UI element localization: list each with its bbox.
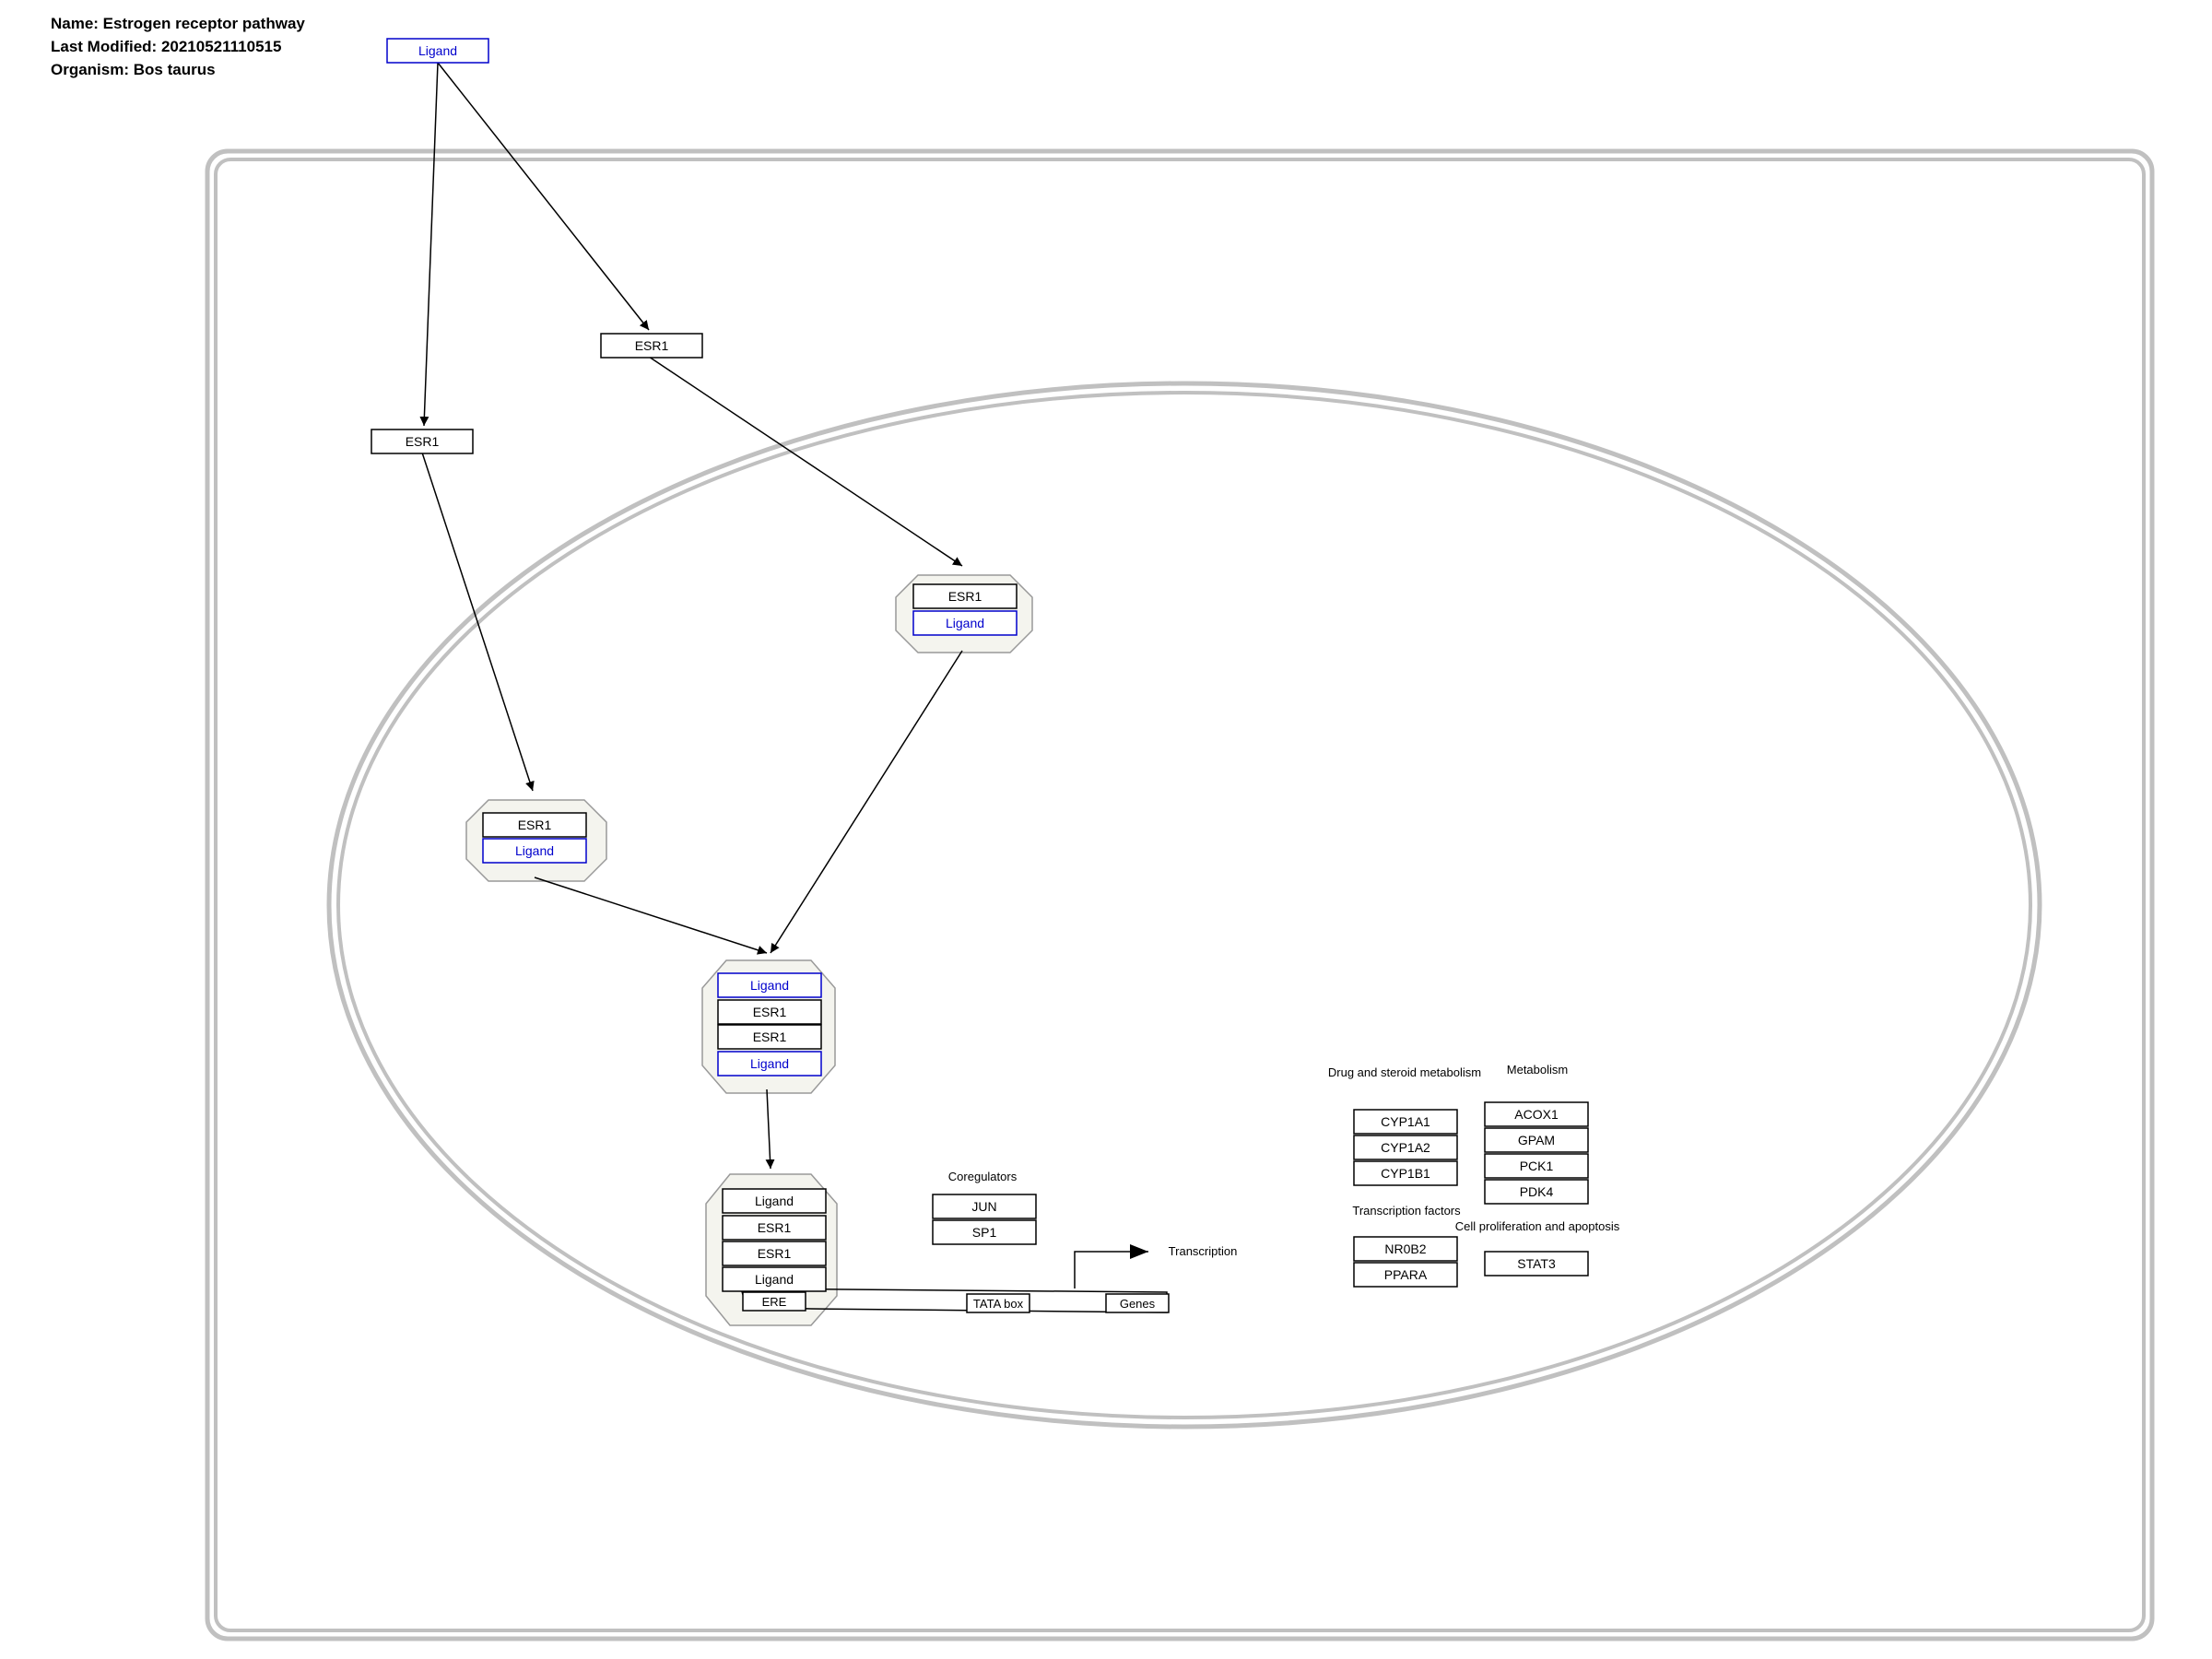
label-cell-proliferation: Cell proliferation and apoptosis [1455, 1219, 1620, 1233]
node-c4-ligand1[interactable]: Ligand [722, 1188, 827, 1214]
node-ligand-top[interactable]: Ligand [386, 38, 489, 64]
node-genes[interactable]: Genes [1105, 1293, 1170, 1313]
node-label: Ligand [750, 1056, 789, 1071]
node-esr1-b[interactable]: ESR1 [600, 333, 703, 359]
node-stat3[interactable]: STAT3 [1484, 1251, 1589, 1277]
node-label: Ligand [515, 843, 554, 858]
organism: Organism: Bos taurus [51, 61, 216, 78]
node-c4-ligand2[interactable]: Ligand [722, 1266, 827, 1292]
edge-complex-3-to-complex-4 [765, 1088, 775, 1170]
node-gpam[interactable]: GPAM [1484, 1127, 1589, 1153]
node-c4-esr1b[interactable]: ESR1 [722, 1241, 827, 1266]
node-label: CYP1A1 [1381, 1114, 1430, 1129]
node-label: Ligand [750, 978, 789, 993]
node-c4-esr1a[interactable]: ESR1 [722, 1215, 827, 1241]
label-coregulators: Coregulators [948, 1170, 1018, 1183]
node-c1-esr1[interactable]: ESR1 [912, 583, 1018, 609]
node-label: NR0B2 [1384, 1241, 1426, 1256]
node-c2-esr1[interactable]: ESR1 [482, 812, 587, 838]
edge-ligand-to-esr1-a [419, 62, 439, 427]
node-sp1[interactable]: SP1 [932, 1219, 1037, 1245]
node-label: Ligand [755, 1194, 794, 1208]
edge-ligand-to-esr1-b [437, 62, 650, 331]
edge-complex-2-to-complex-3 [534, 877, 768, 955]
node-label: ESR1 [635, 338, 669, 353]
node-cyp1a1[interactable]: CYP1A1 [1353, 1109, 1458, 1135]
node-label: GPAM [1518, 1133, 1555, 1147]
node-tata[interactable]: TATA box [966, 1293, 1030, 1313]
node-label: PCK1 [1520, 1159, 1554, 1173]
node-jun[interactable]: JUN [932, 1194, 1037, 1219]
cell-compartment [205, 148, 2155, 1641]
edge-esr1-b-to-complex-1 [648, 356, 963, 567]
labels: Coregulators Drug and steroid metabolism… [948, 1063, 1620, 1258]
node-label: Ligand [755, 1272, 794, 1287]
node-acox1[interactable]: ACOX1 [1484, 1101, 1589, 1127]
label-transcription-factors: Transcription factors [1352, 1204, 1461, 1218]
node-label: ESR1 [753, 1005, 787, 1019]
node-label: JUN [971, 1199, 996, 1214]
node-label: PPARA [1384, 1267, 1428, 1282]
node-label: PDK4 [1520, 1184, 1554, 1199]
node-label: ESR1 [948, 589, 982, 604]
node-label: TATA box [973, 1297, 1024, 1311]
node-c1-ligand[interactable]: Ligand [912, 610, 1018, 636]
node-c3-esr1a[interactable]: ESR1 [717, 999, 822, 1025]
node-label: Genes [1120, 1297, 1156, 1311]
edge-complex-1-to-complex-3 [770, 650, 963, 954]
node-c3-ligand2[interactable]: Ligand [717, 1051, 822, 1077]
node-label: CYP1A2 [1381, 1140, 1430, 1155]
node-label: ESR1 [758, 1246, 792, 1261]
last-modified: Last Modified: 20210521110515 [51, 38, 282, 55]
node-esr1-a[interactable]: ESR1 [371, 429, 474, 454]
node-label: STAT3 [1517, 1256, 1556, 1271]
node-label: ESR1 [753, 1030, 787, 1044]
node-label: Ligand [418, 43, 457, 58]
node-label: ESR1 [518, 818, 552, 832]
nucleus-compartment [326, 381, 2042, 1430]
label-drug-metabolism: Drug and steroid metabolism [1328, 1065, 1481, 1079]
node-label: CYP1B1 [1381, 1166, 1430, 1181]
node-label: ESR1 [758, 1220, 792, 1235]
node-nr0b2[interactable]: NR0B2 [1353, 1236, 1458, 1262]
node-c2-ligand[interactable]: Ligand [482, 838, 587, 864]
label-transcription: Transcription [1169, 1244, 1238, 1258]
node-label: SP1 [972, 1225, 997, 1240]
node-c3-esr1b[interactable]: ESR1 [717, 1024, 822, 1050]
node-label: ACOX1 [1514, 1107, 1559, 1122]
node-label: Ligand [946, 616, 984, 630]
node-c3-ligand1[interactable]: Ligand [717, 972, 822, 998]
node-label: ERE [762, 1295, 787, 1309]
node-cyp1a2[interactable]: CYP1A2 [1353, 1135, 1458, 1160]
node-label: ESR1 [406, 434, 440, 449]
label-metabolism: Metabolism [1507, 1063, 1568, 1077]
interaction-edges [419, 62, 1148, 1288]
edge-transcription-arrow [1074, 1244, 1148, 1288]
node-pck1[interactable]: PCK1 [1484, 1153, 1589, 1179]
edge-esr1-a-to-complex-2 [421, 452, 535, 792]
node-pdk4[interactable]: PDK4 [1484, 1179, 1589, 1205]
node-ere[interactable]: ERE [742, 1291, 806, 1312]
gene-products: LigandESR1ESR1ESR1LigandESR1LigandLigand… [371, 38, 1589, 1313]
node-ppara[interactable]: PPARA [1353, 1262, 1458, 1288]
node-cyp1b1[interactable]: CYP1B1 [1353, 1160, 1458, 1186]
pathway-name: Name: Estrogen receptor pathway [51, 15, 305, 32]
